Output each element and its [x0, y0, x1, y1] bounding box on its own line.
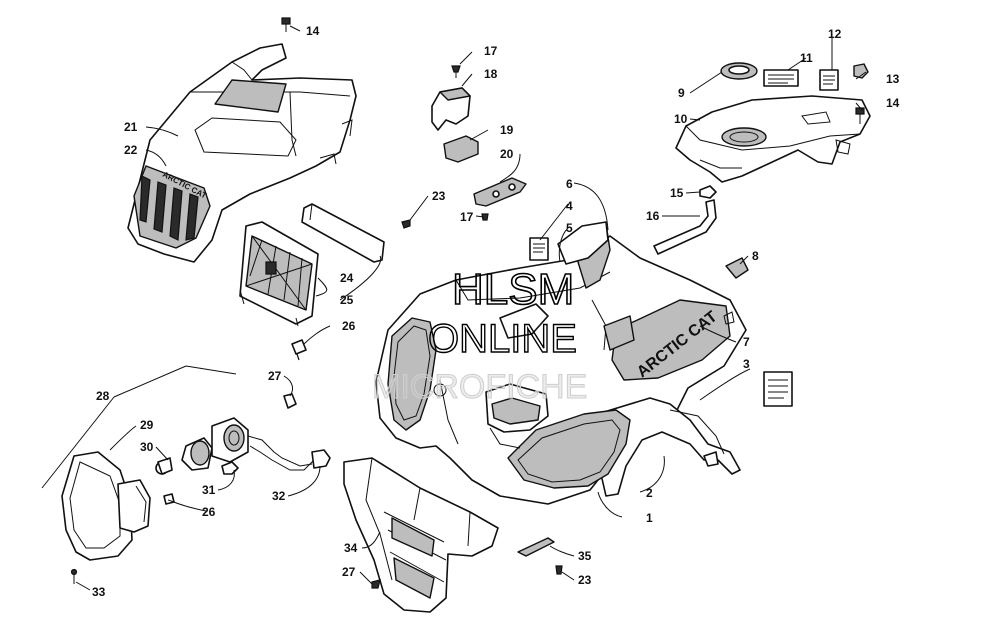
callout-3: 3 [743, 357, 750, 371]
hood-part: ARCTIC CAT [127, 43, 357, 263]
screw-23-bottom [555, 565, 563, 575]
clip-27-bottom [371, 579, 381, 589]
strip-part [517, 537, 555, 557]
callout-5: 5 [566, 221, 573, 235]
gasket-part [720, 62, 758, 80]
grille-part [239, 221, 319, 327]
callout-23-bottom: 23 [578, 573, 592, 587]
callout-26-top: 26 [342, 319, 356, 333]
callout-17-top: 17 [484, 44, 498, 58]
rack-panel-part [675, 95, 871, 183]
bumper-part [343, 457, 499, 613]
callout-14-right: 14 [886, 96, 900, 110]
callout-numbers: 1 2 3 4 5 6 7 8 9 10 11 12 13 14 14 15 1… [92, 24, 900, 599]
decal-4 [529, 237, 549, 261]
watermark-line2: ONLINE [428, 317, 577, 361]
callout-24: 24 [340, 271, 354, 285]
callout-10: 10 [674, 112, 688, 126]
screw-23-top [401, 219, 411, 229]
plate-part [301, 203, 385, 263]
callout-6: 6 [566, 177, 573, 191]
callout-4: 4 [566, 199, 573, 213]
watermark: HLSM ONLINE MICROFICHE [372, 264, 588, 406]
hose-part [653, 199, 717, 255]
callout-12: 12 [828, 27, 842, 41]
callout-19: 19 [500, 123, 514, 137]
screw-17-mid [481, 213, 489, 221]
headlight-assembly [61, 417, 331, 584]
callout-33: 33 [92, 585, 106, 599]
callout-13: 13 [886, 72, 900, 86]
callout-2: 2 [646, 486, 653, 500]
callout-34: 34 [344, 541, 358, 555]
pad-part [443, 135, 479, 163]
callout-15: 15 [670, 186, 684, 200]
callout-31: 31 [202, 483, 216, 497]
callout-30: 30 [140, 440, 154, 454]
callout-25: 25 [340, 293, 354, 307]
callout-21: 21 [124, 120, 138, 134]
leader-lines [41, 25, 867, 591]
rivet-26-top [291, 339, 307, 355]
screw-17-top [451, 65, 461, 73]
callout-1: 1 [646, 511, 653, 525]
callout-29: 29 [140, 418, 154, 432]
watermark-line3: MICROFICHE [372, 368, 587, 406]
callout-9: 9 [678, 86, 685, 100]
callout-26-bottom: 26 [202, 505, 216, 519]
watermark-line1: HLSM [452, 265, 574, 314]
callout-27-top: 27 [268, 369, 282, 383]
callout-18: 18 [484, 67, 498, 81]
callout-8: 8 [752, 249, 759, 263]
callout-27-bottom: 27 [342, 565, 356, 579]
clip-27-top [283, 393, 297, 409]
callout-23-top: 23 [432, 189, 446, 203]
decal-3 [763, 371, 793, 407]
callout-17-mid: 17 [460, 210, 474, 224]
callout-11: 11 [800, 51, 813, 65]
callout-35: 35 [578, 549, 592, 563]
callout-28: 28 [96, 389, 110, 403]
screw-14-top [281, 17, 291, 32]
callout-16: 16 [646, 209, 660, 223]
callout-22: 22 [124, 143, 138, 157]
bracket-8-part [725, 257, 749, 279]
callout-32: 32 [272, 489, 286, 503]
bracket-part [473, 177, 527, 207]
shroud-part [557, 221, 609, 265]
callout-20: 20 [500, 147, 514, 161]
nut-part [853, 63, 869, 79]
callout-7: 7 [743, 335, 750, 349]
decal-11 [763, 69, 799, 87]
clamp-part [699, 185, 717, 199]
callout-14-top: 14 [306, 24, 320, 38]
